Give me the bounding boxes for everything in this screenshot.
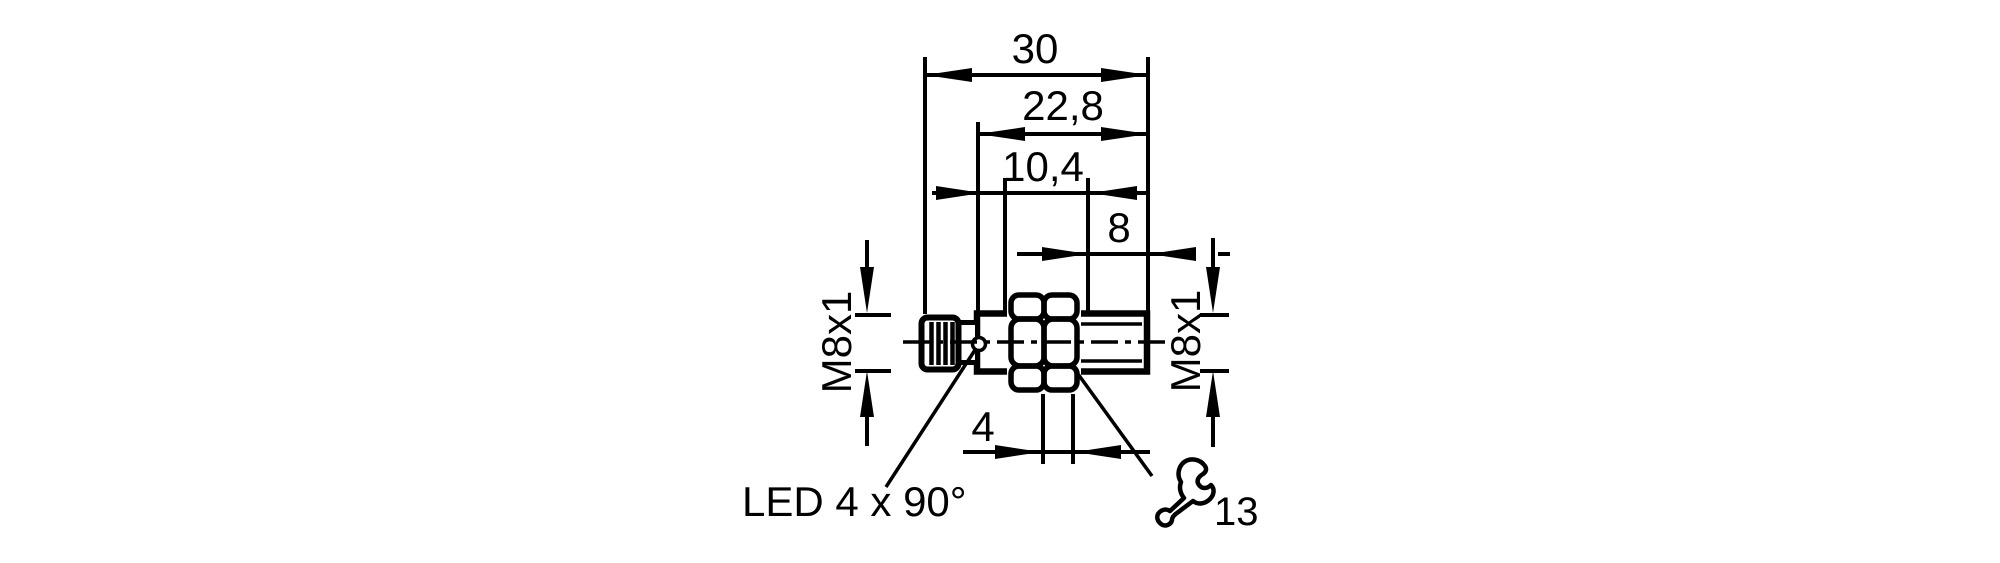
dimension-4: 4 (963, 403, 1150, 459)
arrow-up-icon (860, 371, 874, 417)
dimension-m8x1-right: M8x1 (1162, 238, 1229, 447)
arrow-down-icon (1206, 267, 1220, 313)
led-leader-line (884, 349, 977, 488)
leader-lines (884, 349, 1154, 488)
arrow-right-icon (936, 186, 982, 200)
dim-value-22-8: 22,8 (1022, 82, 1104, 129)
arrow-left-icon (1150, 247, 1196, 261)
dimension-30: 30 (925, 25, 1148, 82)
arrow-down-icon (860, 267, 874, 313)
arrow-right-icon (1101, 68, 1148, 82)
arrow-right-icon (1101, 127, 1148, 141)
dimension-10-4: 10,4 (932, 143, 1150, 200)
wrench-annotation: 13 (1155, 457, 1259, 534)
dim-value-8: 8 (1107, 204, 1130, 251)
extension-lines (923, 57, 1150, 464)
dim-value-4: 4 (971, 403, 994, 450)
hex-facet (1041, 363, 1080, 393)
dim-value-30: 30 (1012, 25, 1059, 72)
wrench-icon (1155, 457, 1216, 528)
dimension-22-8: 22,8 (978, 82, 1148, 141)
sensor-body (903, 290, 1168, 394)
arrow-left-icon (925, 68, 972, 82)
led-indicator (970, 335, 988, 353)
dim-value-10-4: 10,4 (1002, 143, 1084, 190)
wrench-leader-line (1076, 372, 1154, 478)
arrow-left-icon (1091, 186, 1137, 200)
arrow-left-icon (978, 127, 1025, 141)
arrow-right-icon (995, 445, 1041, 459)
dimension-8: 8 (1017, 204, 1230, 261)
arrow-up-icon (1206, 371, 1220, 417)
wrench-size-label: 13 (1214, 490, 1259, 534)
arrow-right-icon (1042, 247, 1088, 261)
led-label: LED 4 x 90° (742, 478, 967, 525)
dimension-m8x1-left: M8x1 (813, 240, 891, 446)
thread-label-right: M8x1 (1162, 290, 1209, 393)
arrow-left-icon (1075, 445, 1121, 459)
thread-label-left: M8x1 (813, 291, 860, 394)
